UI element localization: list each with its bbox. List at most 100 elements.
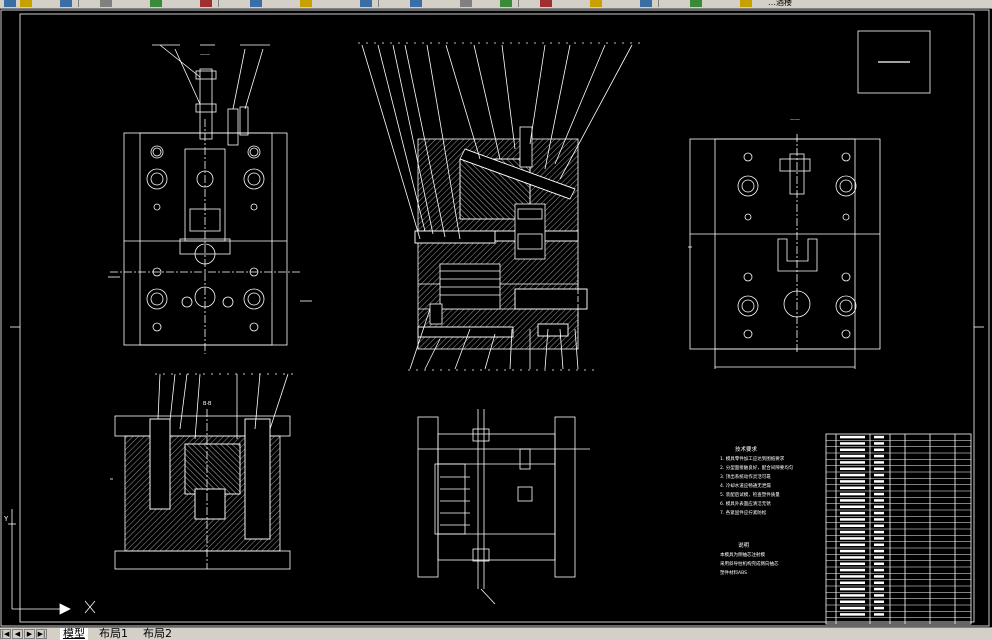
toolbar-separator (378, 0, 379, 7)
parts-table-cell-text (840, 530, 865, 534)
tab-nav-first[interactable]: |◀ (0, 629, 11, 639)
help-icon[interactable] (740, 0, 752, 7)
parts-table-cell-text (840, 499, 865, 502)
ucs-icon (8, 509, 96, 615)
tab-nav-last[interactable]: ▶| (36, 629, 47, 639)
parts-table-cell-text (840, 549, 865, 553)
plan-view-right (688, 134, 881, 369)
preview-icon[interactable] (150, 0, 162, 7)
side-view-middle (417, 409, 590, 605)
parts-table-cell-text (840, 537, 865, 540)
parts-table-cell-text (840, 492, 865, 496)
text-style-icon[interactable] (640, 0, 652, 7)
parts-table-cell-text (840, 473, 865, 477)
parts-table-cell-text (874, 492, 884, 496)
toolbar-title-fragment: …酒楼 (768, 0, 792, 7)
parts-table-cell-text (840, 435, 865, 439)
parts-table-cell-text (840, 461, 865, 464)
parts-table-cell-text (874, 480, 884, 483)
print-icon[interactable] (100, 0, 112, 7)
title-box (857, 30, 931, 94)
notes-line: 3. 顶出系统动作灵活可靠 (720, 473, 771, 480)
toolbar-separator (658, 0, 659, 7)
parts-table-cell-text (874, 606, 884, 610)
frame-inner (19, 13, 975, 623)
parts-table-cell-text (874, 442, 884, 445)
tab-nav-next[interactable]: ▶ (24, 629, 35, 639)
parts-table-cell-text (840, 505, 865, 508)
tab-nav-prev[interactable]: ◀ (12, 629, 23, 639)
parts-table-cell-text (840, 613, 865, 616)
parts-table-cell-text (874, 530, 884, 534)
parts-table-cell-text (874, 505, 884, 508)
section-view-middle (414, 126, 588, 350)
parts-table-cell-text (840, 480, 865, 483)
parts-table-cell-text (840, 594, 865, 597)
properties-icon[interactable] (540, 0, 552, 7)
toolbar-separator (218, 0, 219, 7)
parts-table-cell-text (840, 556, 865, 559)
notes-line-2: 塑件材料ABS (720, 569, 747, 576)
frame-outer (0, 9, 990, 627)
parts-table-cell-text (874, 581, 884, 584)
parts-table-cell-text (840, 511, 865, 515)
notes-line: 6. 模具外表面应清洁无锈 (720, 500, 771, 507)
parts-table-cell-text (840, 524, 865, 527)
parts-table-cell-text (874, 568, 884, 572)
parts-table-cell-text (840, 581, 865, 584)
parts-table-cell-text (840, 448, 865, 451)
parts-table-cell-text (874, 594, 884, 597)
parts-table-cell-text (874, 556, 884, 559)
parts-table-cell-text (874, 600, 884, 603)
parts-table-cell-text (840, 518, 865, 521)
tab-layout2[interactable]: 布局2 (143, 627, 172, 640)
notes-line: 4. 冷却水道应畅通无泄漏 (720, 482, 771, 489)
cut-icon[interactable] (200, 0, 212, 7)
parts-table-cell-text (840, 467, 865, 470)
pan-icon[interactable] (460, 0, 472, 7)
parts-table-cell-text (874, 537, 884, 540)
parts-table-cell-text (840, 486, 865, 489)
toolbar-separator (78, 0, 79, 7)
notes-heading-2: 说明 (738, 541, 750, 549)
layer-icon[interactable] (590, 0, 602, 7)
parts-table-cell-text (840, 543, 865, 546)
notes-line-2: 采用斜导柱机构完成侧向抽芯 (720, 560, 779, 567)
parts-table-cell-text (874, 543, 884, 546)
redo-icon[interactable] (410, 0, 422, 7)
new-icon[interactable] (4, 0, 16, 7)
paste-icon[interactable] (300, 0, 312, 7)
tab-layout1[interactable]: 布局1 (99, 627, 128, 640)
parts-table-cell-text (874, 524, 884, 527)
copy-icon[interactable] (250, 0, 262, 7)
dim-style-icon[interactable] (690, 0, 702, 7)
parts-table-cell-text (874, 473, 884, 477)
view-label-top-right: —— (790, 117, 800, 123)
toolbar: …酒楼 (0, 0, 992, 9)
parts-table-cell-text (840, 442, 865, 445)
parts-table (825, 433, 972, 625)
parts-table-cell-text (874, 575, 884, 578)
parts-table-cell-text (874, 467, 884, 470)
drawing-labels: —— B-B —— (200, 52, 800, 407)
undo-icon[interactable] (360, 0, 372, 7)
parts-table-cell-text (840, 562, 865, 565)
notes-line: 1. 模具零件加工应达到图纸要求 (720, 455, 785, 462)
parts-table-cell-text (874, 511, 884, 515)
leaders-middle (358, 42, 640, 371)
parts-table-cell-text (874, 454, 884, 458)
view-label-top-left: —— (200, 52, 210, 58)
open-icon[interactable] (20, 0, 32, 7)
parts-table-cell-text (840, 587, 865, 591)
plan-view-left (108, 44, 312, 354)
side-section-left (110, 373, 295, 570)
tab-model[interactable]: 模型 (60, 628, 88, 640)
zoom-icon[interactable] (500, 0, 512, 7)
ucs-y-label: Y (3, 515, 9, 523)
parts-table-cell-text (874, 435, 884, 439)
save-icon[interactable] (60, 0, 72, 7)
parts-table-cell-text (874, 486, 884, 489)
notes-line: 5. 装配后试模，检查塑件质量 (720, 491, 780, 498)
